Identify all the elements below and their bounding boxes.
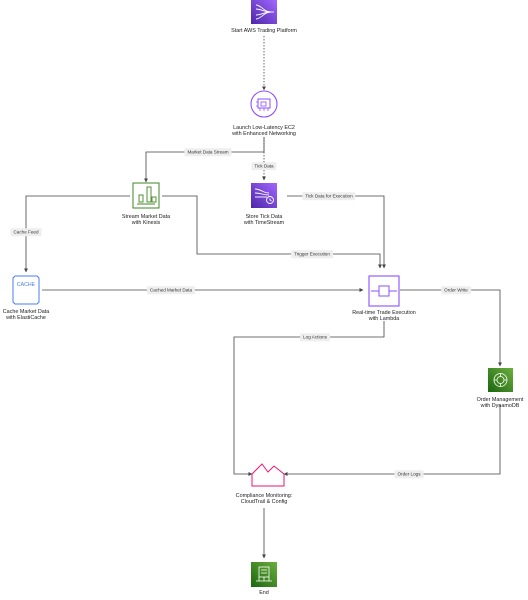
edge-label-cached-market-data: Cached Market Data <box>146 286 196 294</box>
lambda-icon <box>368 275 400 307</box>
timestream-icon <box>251 183 277 208</box>
kinesis-icon <box>132 182 160 209</box>
node-timestream: Store Tick Data with TimeStream <box>244 214 284 227</box>
elasticache-icon: CACHE <box>12 275 40 305</box>
node-end-line1: End <box>259 590 269 596</box>
node-kinesis: Stream Market Data with Kinesis <box>122 214 170 227</box>
edge-label-trigger-execution: Trigger Execution <box>291 250 333 258</box>
node-ec2-line1: Launch Low-Latency EC2 <box>233 125 295 131</box>
node-lambda-line2: with Lambda <box>368 316 400 323</box>
edge-label-market-data-stream: Market Data Stream <box>184 148 232 156</box>
node-start-line1: Start AWS Trading Platform <box>231 28 297 34</box>
edge-ec2-to-kinesis <box>144 137 265 183</box>
edge-label-order-write: Order Write <box>441 286 471 294</box>
ec2-instance-icon <box>250 90 278 118</box>
node-lambda-line1: Real-time Trade Execution <box>352 310 416 316</box>
node-ec2-line2: with Enhanced Networking <box>232 131 296 138</box>
edge-kinesis-to-elasticache <box>24 195 130 273</box>
node-timestream-line2: with TimeStream <box>243 220 285 227</box>
node-kinesis-line2: with Kinesis <box>131 220 161 227</box>
node-elasticache: Cache Market Data with ElastiCache <box>3 309 49 322</box>
edge-label-log-actions: Log Actions <box>300 333 330 341</box>
edge-label-cache-feed: Cache Feed <box>10 228 42 236</box>
dynamodb-icon <box>488 368 513 392</box>
node-dynamodb: Order Management with DynamoDB <box>477 397 524 410</box>
step-functions-icon <box>251 0 277 24</box>
node-timestream-line1: Store Tick Data <box>245 214 283 220</box>
edge-kinesis-to-lambda <box>162 195 382 269</box>
cloudtrail-icon <box>251 463 285 487</box>
node-start: Start AWS Trading Platform <box>231 28 297 34</box>
node-compliance-line1: Compliance Monitoring: <box>235 493 293 499</box>
node-dynamodb-line1: Order Management <box>476 397 524 403</box>
edges <box>24 36 502 559</box>
elasticache-icon-text: CACHE <box>17 282 36 288</box>
edge-lambda-to-compliance <box>233 321 385 476</box>
edge-label-tick-data: Tick Data <box>251 162 277 170</box>
node-end: End <box>259 590 269 596</box>
node-dynamodb-line2: with DynamoDB <box>480 403 520 410</box>
node-compliance: Compliance Monitoring: CloudTrail & Conf… <box>236 493 293 506</box>
end-icon <box>251 562 277 587</box>
node-elasticache-line1: Cache Market Data <box>2 309 50 315</box>
edge-dynamodb-to-compliance <box>283 405 501 476</box>
node-lambda: Real-time Trade Execution with Lambda <box>352 310 416 323</box>
node-elasticache-line2: with ElastiCache <box>6 315 46 322</box>
node-compliance-line2: CloudTrail & Config <box>240 499 288 506</box>
node-kinesis-line1: Stream Market Data <box>121 214 171 220</box>
edge-label-tick-data-execution: Tick Data for Execution <box>302 192 356 200</box>
edge-label-order-logs: Order Logs <box>394 470 424 478</box>
edge-lambda-to-dynamodb <box>400 289 502 367</box>
node-ec2: Launch Low-Latency EC2 with Enhanced Net… <box>232 125 296 138</box>
